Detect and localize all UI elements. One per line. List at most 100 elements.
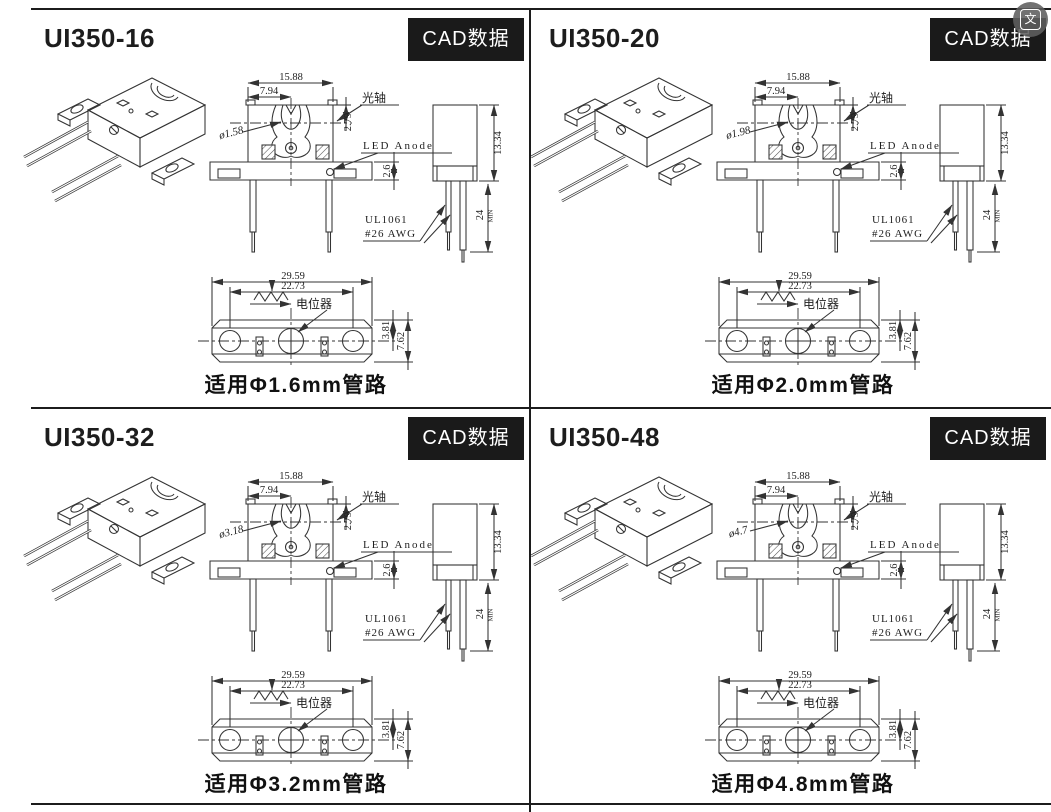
svg-text:ø1.58: ø1.58	[217, 124, 245, 142]
translate-button[interactable]: 文	[1013, 2, 1048, 37]
cad-data-button[interactable]: CAD数据	[930, 18, 1046, 61]
svg-text:LED Anode: LED Anode	[870, 140, 941, 152]
svg-text:22.73: 22.73	[788, 281, 812, 292]
svg-text:#26 AWG: #26 AWG	[872, 228, 923, 240]
translate-icon: 文	[1020, 9, 1041, 30]
svg-text:15.88: 15.88	[786, 72, 810, 83]
cad-drawing: 15.88 7.94 ø1.98 光轴 2.79 LED Anode	[531, 72, 1011, 370]
product-title: UI350-20	[549, 23, 660, 53]
cad-data-button[interactable]: CAD数据	[408, 18, 524, 61]
tube-size-caption: 适用Φ2.0mm管路	[711, 374, 895, 397]
bottom-view: 29.59 22.73 电位器 3.81 7.62	[198, 271, 413, 370]
svg-text:3.81: 3.81	[381, 720, 392, 738]
svg-text:7.94: 7.94	[260, 86, 279, 97]
svg-text:UL1061: UL1061	[872, 214, 915, 226]
svg-text:2.79: 2.79	[343, 113, 354, 131]
svg-text:15.88: 15.88	[279, 471, 303, 482]
svg-text:7.62: 7.62	[396, 731, 407, 749]
side-view: 13.34 24 MIN UL1061 #26 AWG	[363, 503, 504, 662]
svg-text:13.34: 13.34	[1000, 529, 1011, 553]
side-view: 13.34 24 MIN UL1061 #26 AWG	[870, 104, 1011, 263]
svg-text:2.79: 2.79	[850, 512, 861, 530]
svg-text:2.6: 2.6	[382, 164, 393, 177]
product-title: UI350-16	[44, 23, 155, 53]
svg-text:光轴: 光轴	[362, 90, 386, 105]
svg-text:13.34: 13.34	[493, 130, 504, 154]
svg-text:3.81: 3.81	[381, 321, 392, 339]
table-border-top	[31, 8, 1051, 10]
svg-text:22.73: 22.73	[281, 281, 305, 292]
bottom-view: 29.59 22.73 电位器 3.81 7.62	[198, 670, 413, 769]
svg-text:LED Anode: LED Anode	[363, 140, 434, 152]
bottom-view: 29.59 22.73 电位器 3.81 7.62	[705, 670, 920, 769]
svg-text:7.62: 7.62	[903, 332, 914, 350]
cad-drawing: 15.88 7.94 ø3.18 光轴 2.79 LED Anode	[23, 471, 504, 769]
isometric-view	[531, 476, 714, 602]
svg-text:2.6: 2.6	[889, 563, 900, 576]
cad-data-button[interactable]: CAD数据	[930, 417, 1046, 460]
isometric-view	[531, 77, 714, 203]
svg-text:15.88: 15.88	[279, 72, 303, 83]
svg-text:电位器: 电位器	[296, 695, 332, 710]
product-title: UI350-32	[44, 422, 155, 452]
svg-text:29.59: 29.59	[281, 271, 305, 282]
svg-text:#26 AWG: #26 AWG	[872, 627, 923, 639]
svg-text:#26 AWG: #26 AWG	[365, 627, 416, 639]
svg-text:光轴: 光轴	[869, 489, 893, 504]
svg-text:UL1061: UL1061	[365, 613, 408, 625]
svg-text:ø4.7: ø4.7	[727, 524, 750, 541]
panel-ui350-16: UI350-16 CAD数据	[0, 10, 529, 407]
svg-text:22.73: 22.73	[788, 680, 812, 691]
svg-text:LED Anode: LED Anode	[870, 539, 941, 551]
isometric-view	[23, 476, 207, 602]
front-view: 15.88 7.94 ø1.58 光轴 2.79 LED Anode	[209, 72, 452, 253]
front-view: 15.88 7.94 ø3.18 光轴 2.79 LED Anode	[209, 471, 452, 652]
svg-text:光轴: 光轴	[869, 90, 893, 105]
svg-text:UL1061: UL1061	[365, 214, 408, 226]
svg-text:电位器: 电位器	[296, 296, 332, 311]
tube-size-caption: 适用Φ1.6mm管路	[204, 374, 388, 397]
table-border-bottom	[31, 803, 1051, 805]
cad-data-button[interactable]: CAD数据	[408, 417, 524, 460]
svg-text:#26 AWG: #26 AWG	[365, 228, 416, 240]
svg-text:7.94: 7.94	[767, 485, 786, 496]
svg-text:ø3.18: ø3.18	[217, 523, 245, 541]
svg-text:MIN: MIN	[995, 209, 1002, 222]
svg-text:LED Anode: LED Anode	[363, 539, 434, 551]
panel-ui350-20: UI350-20 CAD数据	[531, 10, 1051, 407]
svg-text:24: 24	[475, 608, 486, 619]
svg-text:2.79: 2.79	[343, 512, 354, 530]
svg-text:3.81: 3.81	[888, 321, 899, 339]
tube-size-caption: 适用Φ3.2mm管路	[204, 773, 388, 796]
table-border-middle	[31, 407, 1051, 409]
svg-text:ø1.98: ø1.98	[724, 124, 752, 142]
svg-text:UL1061: UL1061	[872, 613, 915, 625]
front-view: 15.88 7.94 ø1.98 光轴 2.79 LED Anode	[716, 72, 959, 253]
side-view: 13.34 24 MIN UL1061 #26 AWG	[363, 104, 504, 263]
svg-text:7.62: 7.62	[903, 731, 914, 749]
cad-drawing: 15.88 7.94 ø1.58 光轴 2.79 LED Anode	[23, 72, 504, 370]
panel-ui350-32: UI350-32 CAD数据	[0, 409, 529, 803]
svg-text:MIN: MIN	[488, 608, 495, 621]
svg-text:7.94: 7.94	[767, 86, 786, 97]
svg-text:13.34: 13.34	[493, 529, 504, 553]
svg-text:3.81: 3.81	[888, 720, 899, 738]
svg-text:MIN: MIN	[488, 209, 495, 222]
svg-text:13.34: 13.34	[1000, 130, 1011, 154]
panel-ui350-48: UI350-48 CAD数据	[531, 409, 1051, 803]
table-border-vertical	[529, 8, 531, 812]
svg-text:29.59: 29.59	[788, 670, 812, 681]
svg-text:22.73: 22.73	[281, 680, 305, 691]
svg-text:24: 24	[982, 608, 993, 619]
svg-text:7.94: 7.94	[260, 485, 279, 496]
svg-text:7.62: 7.62	[396, 332, 407, 350]
cad-drawing: 15.88 7.94 ø4.7 光轴 2.79 LED Anode	[531, 471, 1011, 769]
front-view: 15.88 7.94 ø4.7 光轴 2.79 LED Anode	[716, 471, 959, 652]
svg-text:24: 24	[475, 209, 486, 220]
svg-text:24: 24	[982, 209, 993, 220]
svg-text:MIN: MIN	[995, 608, 1002, 621]
svg-text:2.6: 2.6	[889, 164, 900, 177]
svg-text:电位器: 电位器	[803, 695, 839, 710]
bottom-view: 29.59 22.73 电位器 3.81 7.62	[705, 271, 920, 370]
svg-text:光轴: 光轴	[362, 489, 386, 504]
